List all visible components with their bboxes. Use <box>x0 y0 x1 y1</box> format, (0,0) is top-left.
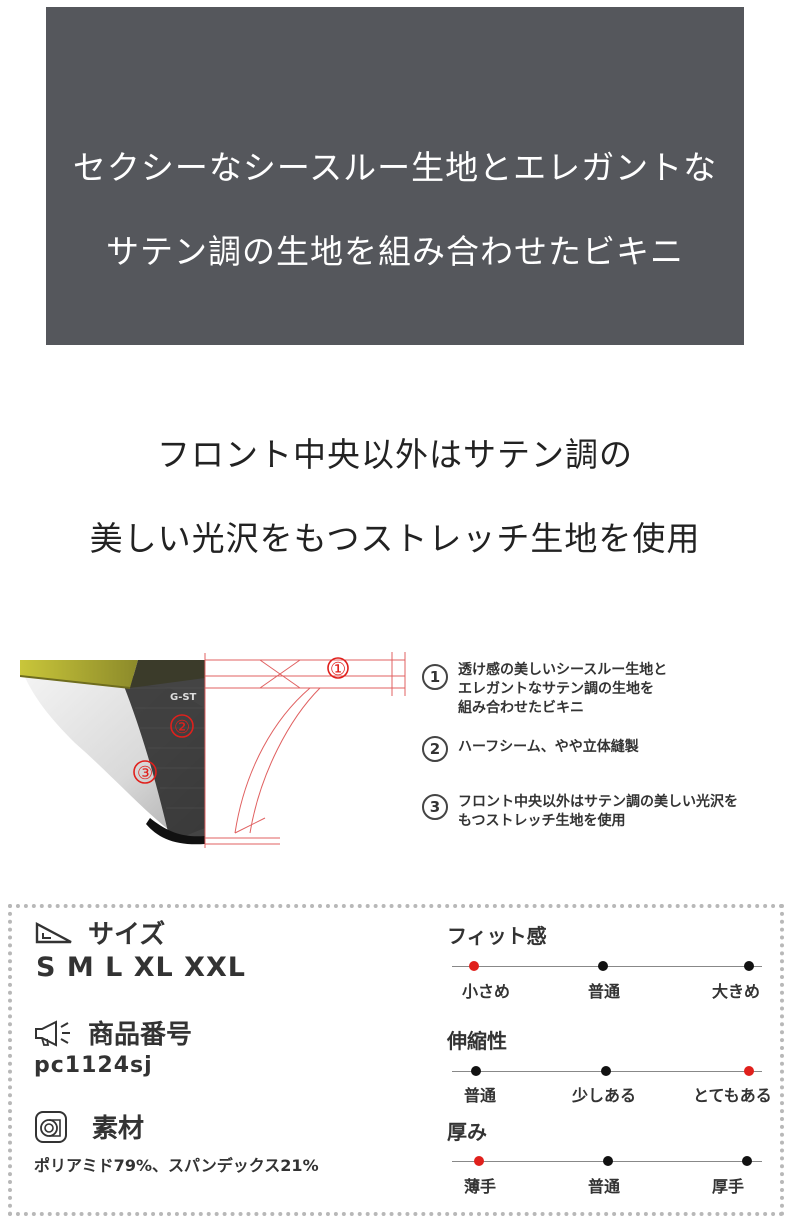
size-value: S M L XL XXL <box>36 952 246 983</box>
fit-scale-label-2: 普通 <box>588 982 621 1001</box>
product-number-value: pc1124sj <box>34 1053 153 1078</box>
banner-line-1: セクシーなシースルー生地とエレガントな <box>72 148 718 187</box>
stretch-scale-dot-2 <box>601 1066 611 1076</box>
stretch-scale-title: 伸縮性 <box>447 1029 507 1053</box>
fit-scale-dot-1 <box>469 961 479 971</box>
product-number-label: 商品番号 <box>88 1020 193 1050</box>
thickness-scale-dot-1 <box>474 1156 484 1166</box>
feature-item-1: 1 透け感の美しいシースルー生地と エレガントなサテン調の生地を 組み合わせたビ… <box>422 662 668 718</box>
thickness-scale-label-3: 厚手 <box>712 1177 745 1196</box>
stretch-scale-label-1: 普通 <box>464 1086 497 1105</box>
fit-scale-dot-2 <box>598 961 608 971</box>
brand-label: G-ST <box>170 692 197 703</box>
fit-scale-label-1: 小さめ <box>462 982 511 1001</box>
thickness-scale-label-1: 薄手 <box>464 1177 497 1196</box>
feature-item-3: 3 フロント中央以外はサテン調の美しい光沢を もつストレッチ生地を使用 <box>422 794 738 831</box>
stretch-scale-label-2: 少しある <box>572 1086 637 1105</box>
marker-3: ③ <box>137 763 153 784</box>
description-line-1: フロント中央以外はサテン調の <box>157 435 633 474</box>
stretch-scale-dot-3 <box>744 1066 754 1076</box>
size-heading: サイズ <box>34 914 165 951</box>
waistband-shape <box>20 660 138 688</box>
fit-scale-title: フィット感 <box>447 924 547 948</box>
description-line-2: 美しい光沢をもつストレッチ生地を使用 <box>89 519 701 558</box>
marker-2: ② <box>174 717 190 738</box>
ruler-triangle-icon <box>35 921 72 943</box>
banner-line-2: サテン調の生地を組み合わせたビキニ <box>106 232 684 271</box>
feature-text: ハーフシーム、やや立体縫製 <box>458 739 639 755</box>
fit-scale-dot-3 <box>744 961 754 971</box>
fit-scale-label-3: 大きめ <box>712 982 761 1001</box>
number-badge: 2 <box>422 736 448 762</box>
hero-banner: セクシーなシースルー生地とエレガントな サテン調の生地を組み合わせたビキニ <box>46 7 744 345</box>
feature-text: フロント中央以外はサテン調の美しい光沢を もつストレッチ生地を使用 <box>458 794 738 829</box>
thickness-scale-dot-2 <box>603 1156 613 1166</box>
megaphone-icon <box>35 1019 70 1047</box>
number-badge: 3 <box>422 794 448 820</box>
feature-item-2: 2 ハーフシーム、やや立体縫製 <box>422 736 639 762</box>
feature-text: 透け感の美しいシースルー生地と エレガントなサテン調の生地を 組み合わせたビキニ <box>458 662 668 716</box>
marker-1: ① <box>330 659 346 680</box>
spec-panel <box>8 904 784 1216</box>
sheer-panel-shape <box>120 676 205 840</box>
thickness-scale-label-2: 普通 <box>588 1177 621 1196</box>
fabric-roll-icon <box>35 1110 67 1143</box>
stretch-scale-label-3: とてもある <box>693 1086 772 1105</box>
thickness-scale-title: 厚み <box>447 1120 487 1144</box>
product-number-heading: 商品番号 <box>32 1014 192 1051</box>
number-badge: 1 <box>422 664 448 690</box>
product-diagram: G-ST ② ③ ① <box>20 652 406 848</box>
thickness-scale-dot-3 <box>742 1156 752 1166</box>
size-label: サイズ <box>88 920 166 950</box>
material-value: ポリアミド79%、スパンデックス21% <box>34 1156 319 1175</box>
material-heading: 素材 <box>34 1108 144 1145</box>
stretch-scale-dot-1 <box>471 1066 481 1076</box>
material-label: 素材 <box>92 1114 145 1144</box>
